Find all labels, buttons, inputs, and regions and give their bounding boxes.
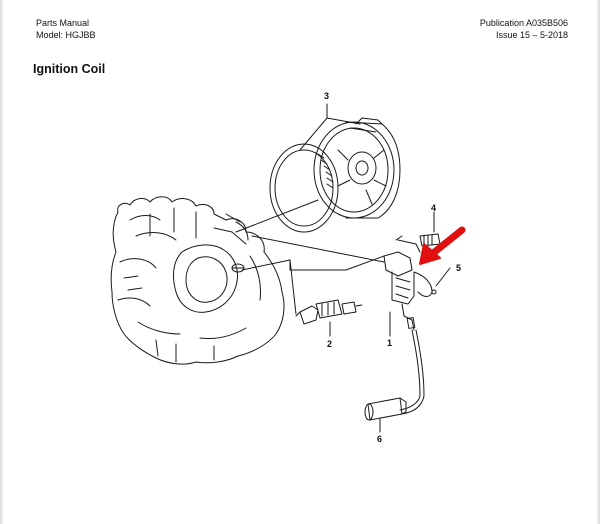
leader-5 (435, 267, 451, 287)
leader-3 (299, 103, 361, 151)
highlight-arrow (419, 226, 466, 265)
callout-6: 6 (377, 434, 382, 444)
mounting-screw (419, 223, 441, 247)
coil-axis-line (251, 235, 385, 263)
flywheel-axis-line (235, 199, 319, 233)
header-left: Parts Manual Model: HGJBB (36, 17, 96, 41)
leader-2-ref (289, 259, 297, 315)
issue-label: Issue 15 – 5-2018 (495, 30, 568, 40)
header-right: Publication A035B506 Issue 15 – 5-2018 (480, 17, 568, 41)
publication-number: Publication A035B506 (479, 18, 568, 28)
page-left-edge (0, 0, 4, 524)
callout-5: 5 (456, 263, 461, 273)
spark-plug-lead (399, 329, 425, 415)
coil-mount-line (241, 255, 385, 271)
spark-plug-cap (364, 397, 407, 421)
flywheel (313, 117, 401, 219)
callout-3: 3 (324, 91, 329, 101)
ignition-coil (383, 235, 437, 331)
ring-gear (269, 143, 339, 233)
callout-2: 2 (327, 339, 332, 349)
engine-block (110, 196, 285, 365)
spark-plug (295, 299, 363, 325)
callout-4: 4 (431, 203, 436, 213)
model-label: Model: HGJBB (36, 30, 96, 40)
page-title: Ignition Coil (33, 62, 106, 76)
doc-type: Parts Manual (36, 18, 90, 28)
page-right-edge (596, 0, 600, 524)
callout-1: 1 (387, 338, 392, 348)
